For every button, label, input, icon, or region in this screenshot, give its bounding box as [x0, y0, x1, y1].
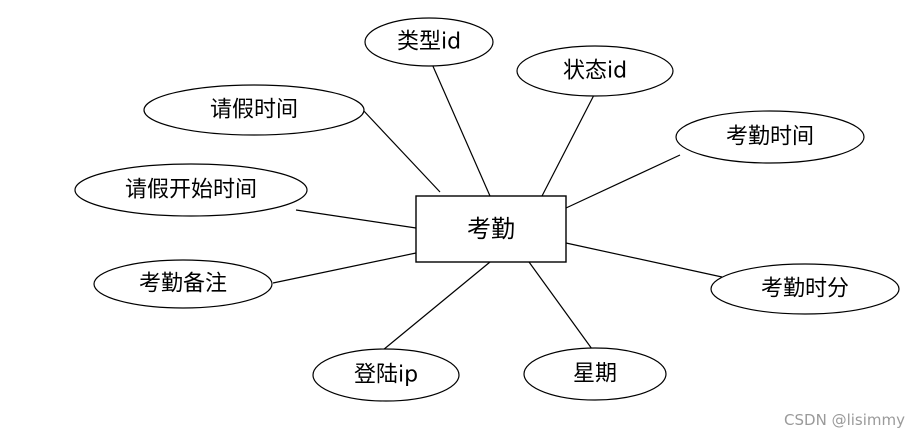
attribute-weekday: 星期 [523, 347, 667, 401]
watermark: CSDN @lisimmy [784, 411, 905, 429]
attribute-ellipse [93, 259, 273, 309]
attribute-label: 考勤时分 [761, 277, 849, 302]
attribute-label: 请假时间 [210, 98, 298, 123]
connector-status-id [541, 94, 595, 197]
connector-leave-start-time [295, 209, 417, 229]
attribute-label: 类型id [397, 30, 461, 55]
attribute-ellipse [74, 163, 308, 217]
attribute-ellipse [143, 84, 365, 136]
connector-leave-time [361, 108, 441, 193]
attribute-remark: 考勤备注 [93, 259, 273, 309]
attribute-ellipse [710, 263, 900, 315]
attribute-label: 登陆ip [354, 363, 418, 388]
attribute-label: 星期 [573, 362, 617, 387]
connector-lines [272, 63, 723, 351]
connector-remark [272, 252, 417, 284]
attribute-leave-time: 请假时间 [143, 84, 365, 136]
attribute-ellipse [675, 110, 865, 164]
attribute-status-id: 状态id [516, 45, 674, 97]
attribute-attendance-minutes: 考勤时分 [710, 263, 900, 315]
attribute-label: 状态id [563, 59, 627, 84]
connector-attendance-time [565, 154, 681, 209]
attribute-leave-start-time: 请假开始时间 [74, 163, 308, 217]
connector-weekday [528, 261, 593, 350]
attribute-type-id: 类型id [364, 17, 494, 67]
entity-label: 考勤 [467, 215, 515, 243]
attribute-attendance-time: 考勤时间 [675, 110, 865, 164]
attribute-ellipse [523, 347, 667, 401]
entity-box [415, 195, 567, 263]
attribute-ellipse [516, 45, 674, 97]
connector-login-ip [382, 261, 491, 351]
attribute-login-ip: 登陆ip [312, 348, 460, 402]
attribute-label: 考勤备注 [139, 272, 227, 297]
connector-attendance-minutes [565, 242, 723, 278]
attribute-label: 请假开始时间 [125, 178, 257, 203]
attribute-label: 考勤时间 [726, 125, 814, 150]
attribute-ellipse [364, 17, 494, 67]
entity-attendance: 考勤 [415, 195, 567, 263]
attribute-ellipse [312, 348, 460, 402]
connector-type-id [431, 63, 491, 197]
